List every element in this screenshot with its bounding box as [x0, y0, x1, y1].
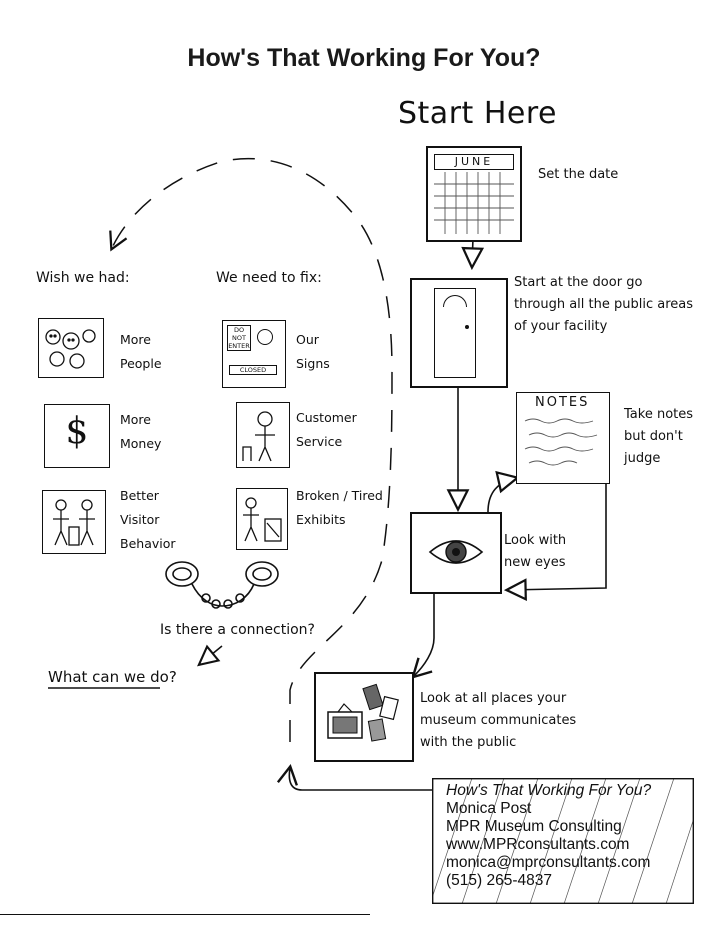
wish-header: Wish we had: [36, 270, 130, 286]
contact-name: Monica Post [446, 800, 532, 817]
step-door-line-1: Start at the door go [514, 275, 643, 290]
customer-service-icon [236, 402, 290, 468]
contact-title: How's That Working For You? [446, 782, 652, 799]
fix-signs-line-1: Our [296, 332, 319, 347]
people-icon [38, 318, 104, 378]
arrow-to-what-can-we-do [197, 644, 223, 667]
contact-hatching [432, 778, 694, 904]
no-symbol-icon [257, 329, 273, 345]
dashed-loop [109, 157, 393, 742]
door-box [410, 278, 508, 388]
door-knob-icon [465, 325, 469, 329]
wish-people-line-1: More [120, 332, 151, 347]
exhibit-icon [236, 488, 288, 550]
wish-behavior-line-3: Behavior [120, 536, 176, 551]
fix-broken-exhibits: Broken / Tired Exhibits [296, 484, 383, 532]
step-eyes: Look with new eyes [504, 530, 566, 574]
footer-rule [0, 914, 370, 915]
step-notes-line-2: but don't [624, 429, 683, 444]
door-icon [434, 288, 476, 378]
fix-exhibits-line-2: Exhibits [296, 512, 346, 527]
fix-header: We need to fix: [216, 270, 322, 286]
contact-phone: (515) 265-4837 [446, 872, 552, 889]
arrow-eye-to-museum [411, 576, 435, 679]
fix-service-line-2: Service [296, 434, 343, 449]
wish-behavior-line-1: Better [120, 488, 159, 503]
notes-header: NOTES [535, 395, 590, 410]
arrow-notes-to-eye [503, 484, 607, 602]
wish-better-behavior: Better Visitor Behavior [120, 484, 176, 556]
step-notes-line-1: Take notes [624, 407, 694, 422]
dollar-icon: $ [44, 404, 110, 468]
step-door: Start at the door go through all the pub… [514, 272, 693, 338]
step-set-date-line: Set the date [538, 167, 619, 182]
visitor-behavior-icon [42, 490, 106, 554]
closed-sign: CLOSED [229, 365, 277, 375]
contact-website[interactable]: www.MPRconsultants.com [446, 836, 630, 853]
connection-question: Is there a connection? [160, 622, 315, 638]
step-notes: Take notes but don't judge [624, 404, 693, 470]
fix-service-line-1: Customer [296, 410, 357, 425]
step-door-line-2: through all the public areas [514, 297, 694, 312]
notes-scribbles [524, 418, 598, 466]
wish-more-money: More Money [120, 408, 161, 456]
do-not-enter-sign: DO NOT ENTER [227, 325, 251, 351]
wish-people-line-2: People [120, 356, 162, 371]
calendar-icon: JUNE [426, 146, 522, 242]
eye-icon [428, 540, 484, 564]
fix-our-signs: Our Signs [296, 328, 330, 376]
communications-box [314, 672, 414, 762]
notes-icon: NOTES [516, 392, 610, 484]
arrow-calendar-to-door [461, 237, 485, 271]
communications-icon [327, 683, 399, 742]
step-notes-line-3: judge [624, 451, 661, 466]
contact-company: MPR Museum Consulting [446, 818, 622, 835]
fix-exhibits-line-1: Broken / Tired [296, 488, 383, 503]
contact-card: How's That Working For You? Monica Post … [432, 778, 694, 904]
wish-money-line-2: Money [120, 436, 162, 451]
dollar-glyph: $ [65, 411, 89, 452]
step-communicates-line-1: Look at all places your [420, 691, 567, 706]
fix-customer-service: Customer Service [296, 406, 357, 454]
wish-more-people: More People [120, 328, 162, 376]
eye-box [410, 512, 502, 594]
what-can-we-do: What can we do? [48, 668, 177, 686]
start-here-label: Start Here [398, 96, 557, 131]
contact-email[interactable]: monica@mprconsultants.com [446, 854, 651, 871]
wish-money-line-1: More [120, 412, 151, 427]
arrow-museum-return [276, 763, 432, 791]
calendar-month: JUNE [434, 154, 514, 170]
sign-enter: ENTER [228, 342, 250, 350]
step-communicates-line-2: museum communicates [420, 713, 577, 728]
step-set-date: Set the date [538, 164, 618, 186]
step-eyes-line-1: Look with [504, 533, 567, 548]
step-communicates-line-3: with the public [420, 735, 517, 750]
page-title: How's That Working For You? [187, 44, 541, 72]
step-eyes-line-2: new eyes [504, 555, 566, 570]
fix-signs-line-2: Signs [296, 356, 330, 371]
step-communicates: Look at all places your museum communica… [420, 688, 576, 754]
signs-icon: DO NOT ENTER CLOSED [222, 320, 286, 388]
calendar-grid [434, 172, 514, 234]
wish-behavior-line-2: Visitor [120, 512, 160, 527]
sign-do-not: DO NOT [232, 326, 246, 342]
handcuffs-icon [165, 561, 279, 609]
door-window-icon [443, 295, 467, 307]
step-door-line-3: of your facility [514, 319, 608, 334]
arrow-eye-to-notes [487, 470, 521, 513]
